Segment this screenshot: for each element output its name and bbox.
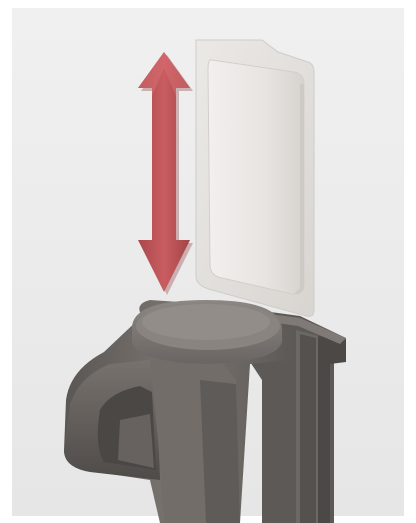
- refill-pouch-icon: [196, 40, 314, 316]
